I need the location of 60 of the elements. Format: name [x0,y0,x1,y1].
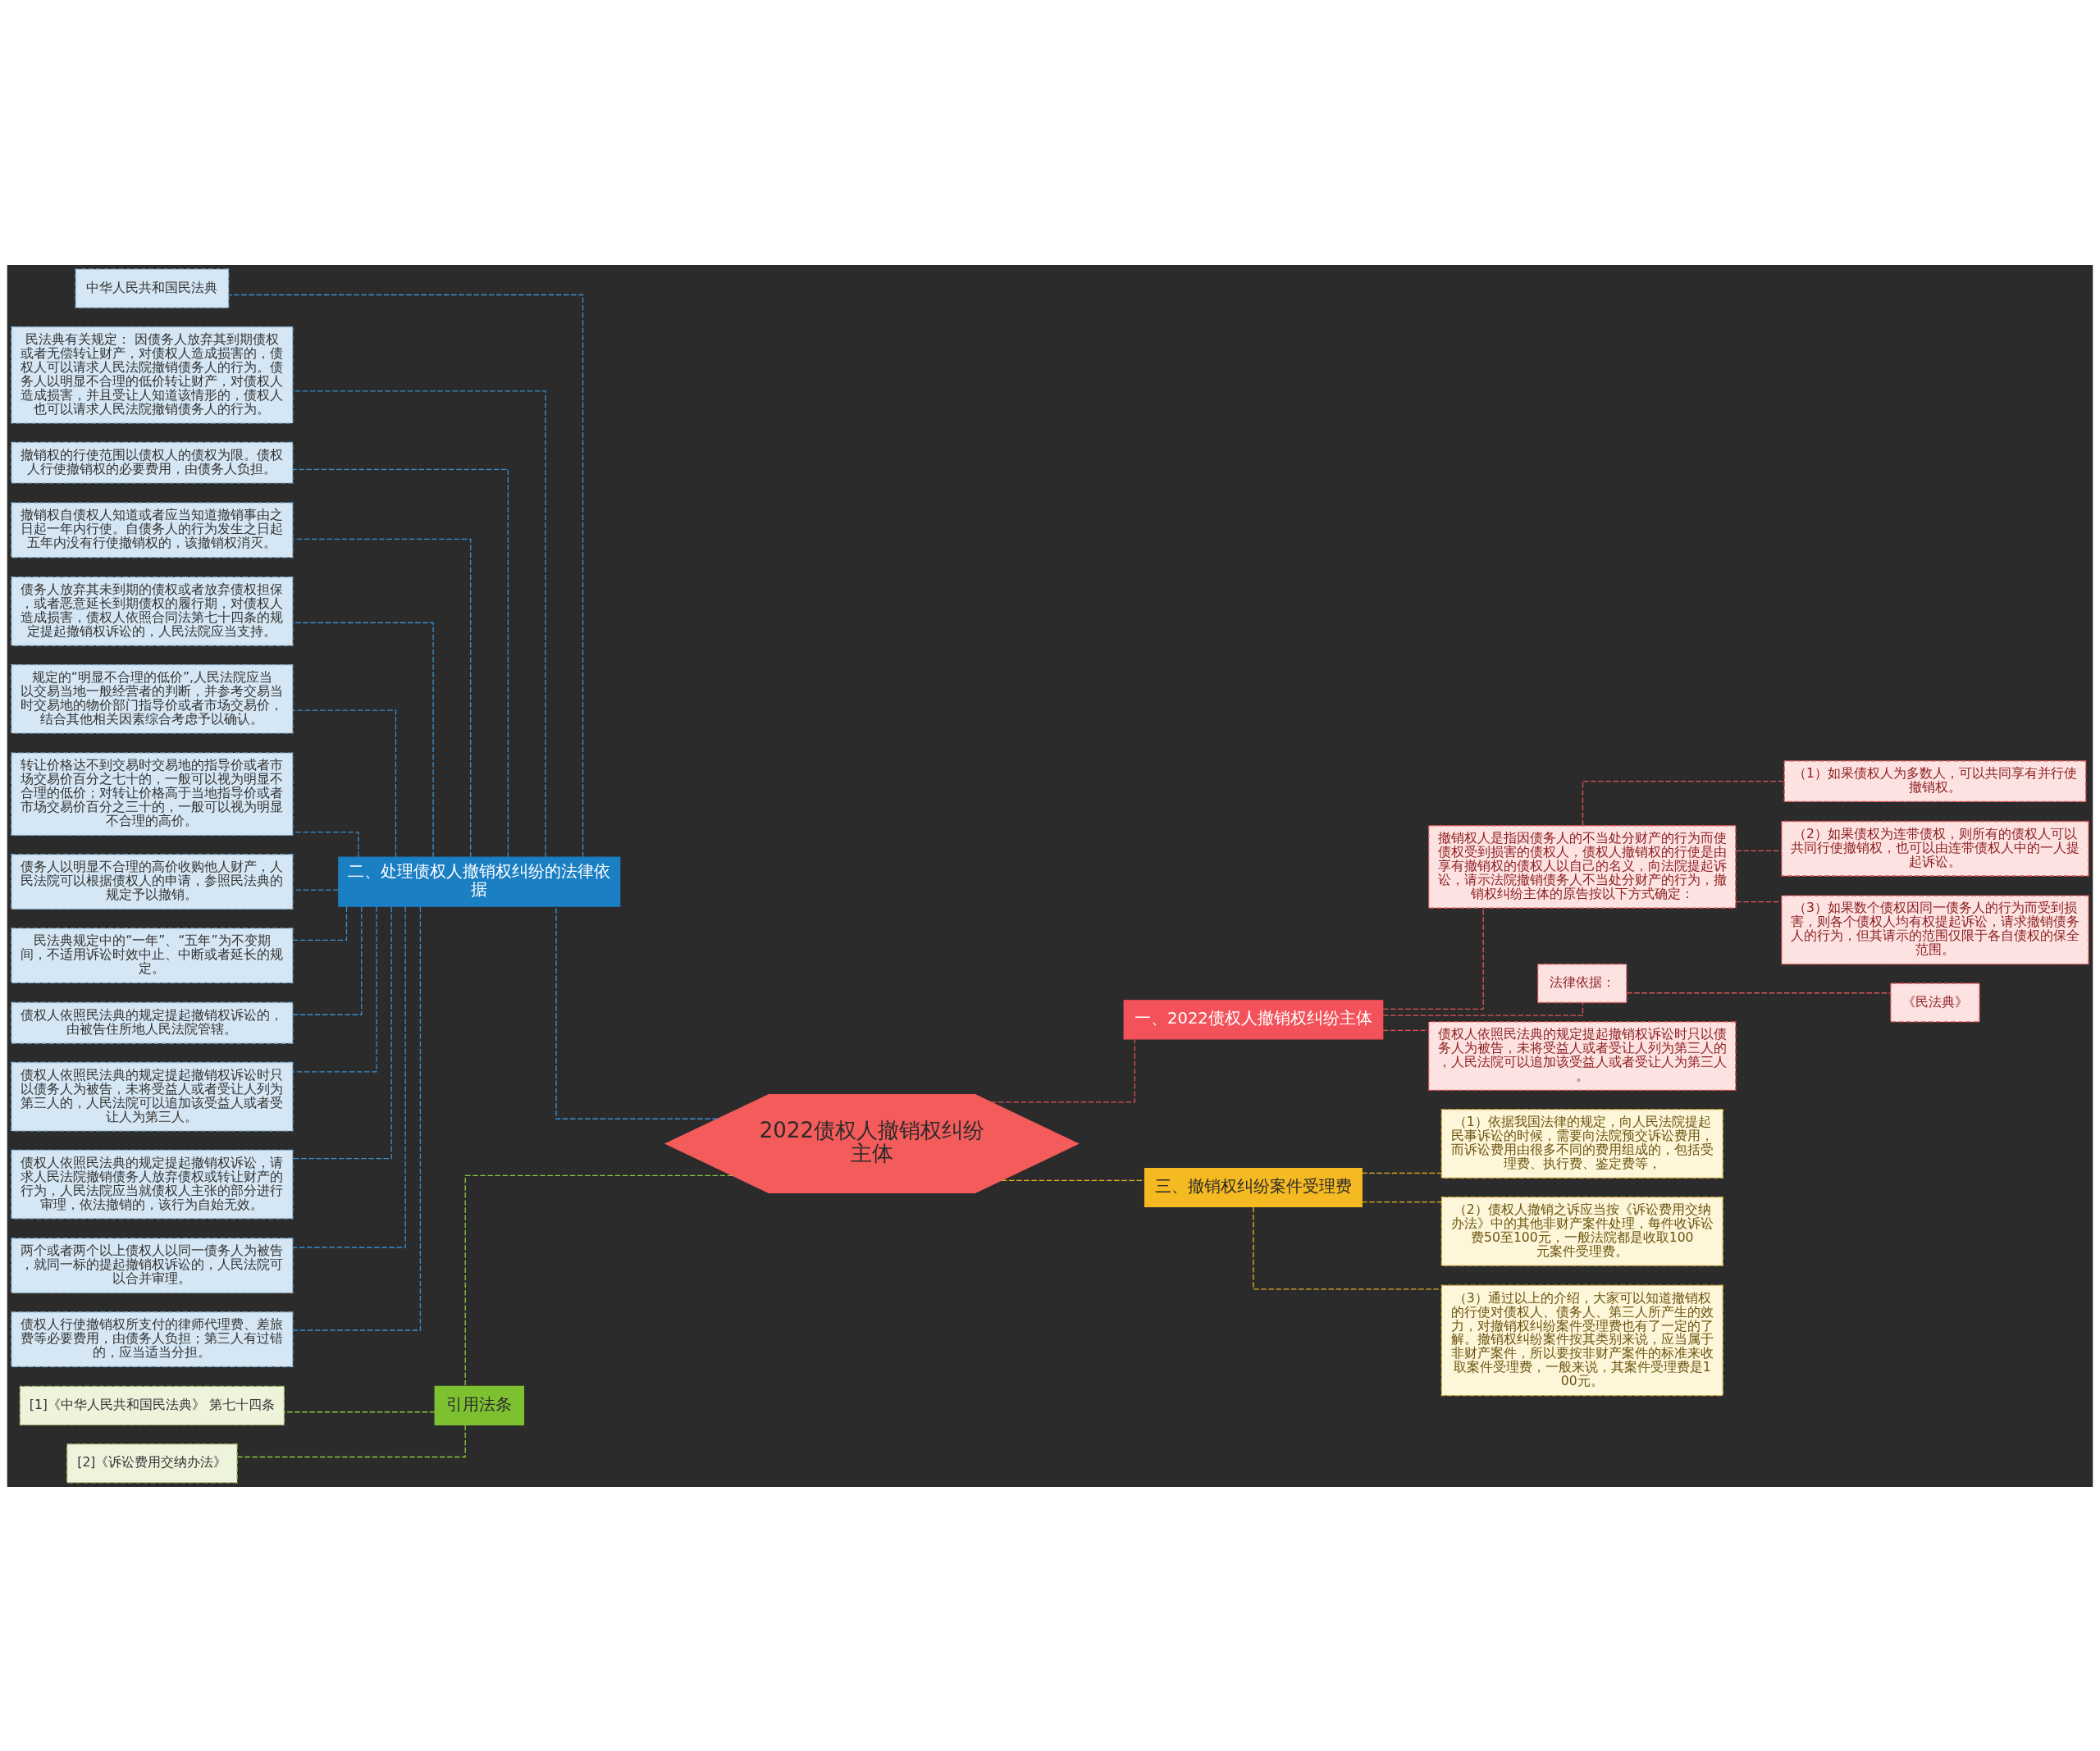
connector [292,905,363,1015]
node-box: 三、撤销权纠纷案件受理费 [1144,1167,1363,1207]
node-box: 撤销权自债权人知道或者应当知道撤销事由之日起一年内行使。自债务人的行为发生之日起五年内没有行使撤销权的，该撤销权消灭。 [11,501,294,558]
connector [1626,992,1892,993]
node-box: 债权人行使撤销权所支付的律师代理费、差旅费等必要费用，由债务人负担；第三人有过错的，应当适当分担。 [11,1311,294,1367]
node-box: 《民法典》 [1890,982,1980,1023]
connector [1382,1001,1584,1016]
node-box: （3）如果数个债权因同一债务人的行为而受到损害，则各个债权人均有权提起诉讼，请求撤销债务人的行为，但其请示的范围仅限于各自债权的保全范围。 [1781,894,2089,964]
connector [292,390,546,858]
node-box: 债权人依照民法典的规定提起撤销权诉讼时只以债务人为被告，未将受益人或者受让人列为第三人的，人民法院可以追加该受益人或者受让人为第三人。 [11,1061,294,1132]
node-box: 撤销权人是指因债务人的不当处分财产的行为而使债权受到损害的债权人，债权人撤销权的行使是由享有撤销权的债权人以自己的名义，向法院提起诉讼，请示法院撤销债务人不当处分财产的行为，撤销权纠纷主体的原告按以下方式确定： [1428,824,1737,909]
connector [284,1411,436,1412]
node-box: 引用法条 [434,1385,525,1425]
connector [464,1174,733,1387]
node-box: [1]《中华人民共和国民法典》 第七十四条 [19,1385,285,1425]
node-box: [2]《诉讼费用交纳办法》 [66,1443,238,1483]
node-box: 一、2022债权人撤销权纠纷主体 [1123,999,1384,1039]
connector [236,1424,466,1457]
connector [1361,1201,1442,1202]
connector [1735,850,1783,851]
connector [228,294,584,857]
connector [1361,1172,1442,1174]
connector [292,905,406,1248]
connector [292,622,434,857]
node-box: 债权人依照民法典的规定提起撤销权诉讼，请求人民法院撤销债务人放弃债权或转让财产的行为，人民法院应当就债权人主张的部分进行审理，依法撤销的，该行为自始无效。 [11,1149,294,1219]
connector [1001,1179,1146,1181]
node-box: 民法典有关规定： 因债务人放弃其到期债权或者无偿转让财产，对债权人造成损害的，债权人可以请求人民法院撤销债务人的行为。债务人以明显不合理的低价转让财产，对债权人造成损害，并且受让人知道该情形的，债权人也可以请求人民法院撤销债务人的行为。 [11,326,294,424]
connector [990,1038,1135,1103]
connector [292,889,340,891]
connector [292,831,359,857]
node-box: 规定的“明显不合理的低价”,人民法院应当以交易当地一般经营者的判断，并参考交易当时交易地的物价部门指导价或者市场交易价，结合其他相关因素综合考虑予以确认。 [11,663,294,734]
node-box: 民法典规定中的“一年”、“五年”为不变期间，不适用诉讼时效中止、中断或者延长的规定。 [11,927,294,983]
node-box: （3）通过以上的介绍，大家可以知道撤销权的行使对债权人、债务人、第三人所产生的效力，对撤销权纠纷案件受理费也有了一定的了解。撤销权纠纷案件按其类别来说，应当属于非财产案件，所以要按非财产案件的标准来收取案件受理费，一般来说，其案件受理费是100元。 [1440,1284,1723,1396]
node-box: 法律依据： [1537,963,1628,1003]
connector [1582,780,1785,826]
connector [292,538,472,858]
node-box: 债务人放弃其未到期的债权或者放弃债权担保，或者恶意延长到期债权的履行期，对债权人造成损害，债权人依照合同法第七十四条的规定提起撤销权诉讼的，人民法院应当支持。 [11,576,294,646]
connector [292,709,397,857]
node-box: 债权人依照民法典的规定提起撤销权诉讼时只以债务人为被告，未将受益人或者受让人列为第三人的，人民法院可以追加该受益人或者受让人为第三人。 [1428,1020,1737,1091]
connector [292,905,348,941]
node-box: 二、处理债权人撤销权纠纷的法律依据 [338,856,621,907]
node-box: （2）如果债权为连带债权，则所有的债权人可以共同行使撤销权，也可以由连带债权人中的一人提起诉讼。 [1781,820,2089,877]
node-box: （1）依据我国法律的规定，向人民法院提起民事诉讼的时候，需要向法院预交诉讼费用，而诉讼费用由很多不同的费用组成的，包括受理费、执行费、鉴定费等， [1440,1108,1723,1179]
connector [1253,1206,1442,1289]
node-box: （1）如果债权人为多数人，可以共同享有并行使撤销权。 [1783,759,2087,802]
connector [292,468,509,857]
connector [555,905,719,1119]
node-box: （2）债权人撤销之诉应当按《诉讼费用交纳办法》中的其他非财产案件处理，每件收诉讼费50至100元，一般法院都是收取100元案件受理费。 [1440,1196,1723,1266]
connector [1382,907,1484,1010]
node-box: 债务人以明显不合理的高价收购他人财产，人民法院可以根据债权人的申请，参照民法典的规定予以撤销。 [11,853,294,910]
connector [292,905,377,1072]
node-box: 撤销权的行使范围以债权人的债权为限。债权人行使撤销权的必要费用，由债务人负担。 [11,441,294,484]
node-box: 中华人民共和国民法典 [75,268,230,308]
connector [1735,901,1783,902]
node-box: 债权人依照民法典的规定提起撤销权诉讼的，由被告住所地人民法院管辖。 [11,1001,294,1044]
node-box: 两个或者两个以上债权人以同一债务人为被告，就同一标的提起撤销权诉讼的，人民法院可以合并审理。 [11,1237,294,1293]
connector [292,905,422,1331]
node-box: 转让价格达不到交易时交易地的指导价或者市场交易价百分之七十的，一般可以视为明显不合理的低价；对转让价格高于当地指导价或者市场交易价百分之三十的，一般可以视为明显不合理的高价。 [11,751,294,836]
connector [1382,1029,1430,1031]
connector [292,905,392,1159]
